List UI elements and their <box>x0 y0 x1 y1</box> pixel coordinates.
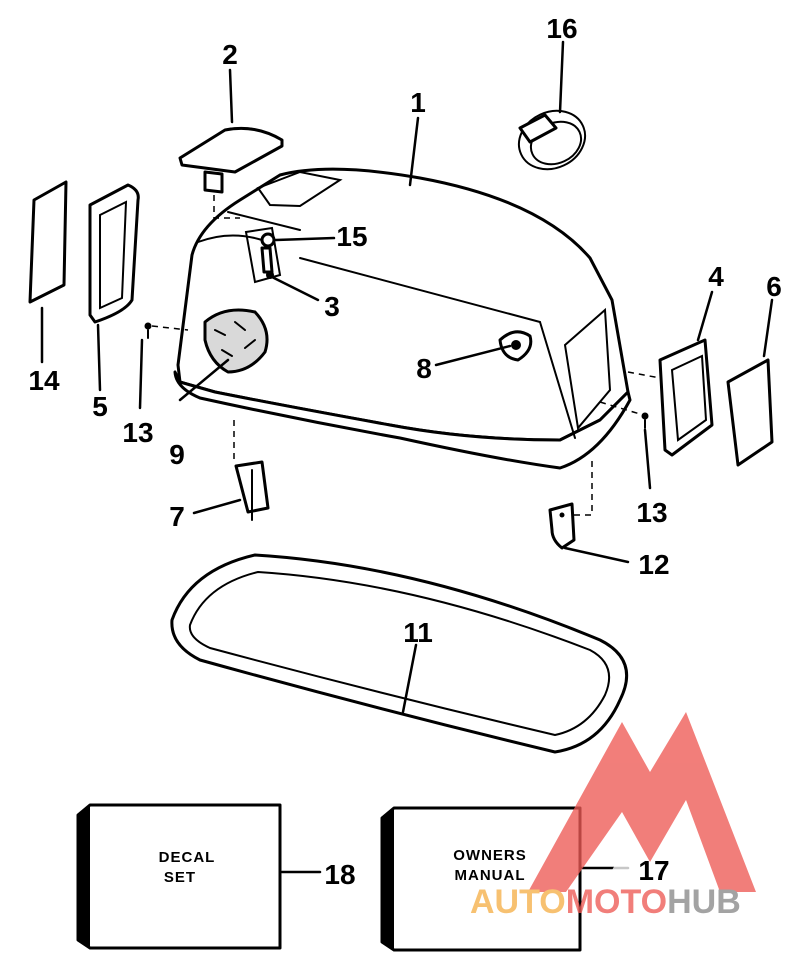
callout-16: 16 <box>546 13 577 44</box>
callout-18: 18 <box>324 859 355 890</box>
watermark-text: AUTOMOTOHUB <box>470 883 741 921</box>
callout-5: 5 <box>92 391 108 422</box>
callout-17: 17 <box>638 855 669 886</box>
leader-lines <box>40 40 774 874</box>
callout-15: 15 <box>336 221 367 252</box>
callout-14: 14 <box>28 365 60 396</box>
manual-label-line2: MANUAL <box>455 867 526 884</box>
right-window-frame <box>658 338 714 457</box>
screw-left <box>144 322 152 339</box>
callout-4: 4 <box>708 261 724 292</box>
watermark-auto: AUTO <box>470 883 566 921</box>
right-window-glass <box>726 358 774 467</box>
callout-9: 9 <box>169 439 185 470</box>
callout-1: 1 <box>410 87 426 118</box>
watermark-hub: HUB <box>667 883 741 921</box>
watermark-triangle-icon <box>528 712 756 892</box>
lower-seal <box>170 553 629 754</box>
callout-7: 7 <box>169 501 185 532</box>
decal-label-line2: SET <box>164 869 196 886</box>
callout-13-right: 13 <box>636 497 667 528</box>
sound-insulation <box>203 308 269 374</box>
callout-13-left: 13 <box>122 417 153 448</box>
right-bracket <box>548 502 576 550</box>
callout-11: 11 <box>403 617 433 648</box>
callout-3: 3 <box>324 291 340 322</box>
callout-2: 2 <box>222 39 238 70</box>
grommet <box>498 330 533 362</box>
latch-cover <box>178 126 284 194</box>
screw-right <box>641 412 649 429</box>
watermark-moto: MOTO <box>566 883 667 921</box>
left-window-glass <box>28 180 68 304</box>
callout-8: 8 <box>416 353 432 384</box>
left-window-frame <box>88 183 140 324</box>
engine-cover <box>173 167 632 470</box>
left-bracket <box>234 460 270 521</box>
manual-label-line1: OWNERS <box>453 847 527 864</box>
watermark-logo: AUTOMOTOHUB <box>470 712 756 921</box>
decal-set-box: DECAL SET <box>76 803 282 950</box>
callout-numbers: 1 2 3 4 5 6 7 8 9 11 12 13 13 14 15 16 1… <box>28 13 781 890</box>
latch-bolt <box>260 232 276 279</box>
cable-assembly <box>517 109 587 171</box>
callout-12: 12 <box>638 549 669 580</box>
owners-manual-box: OWNERS MANUAL <box>380 806 582 952</box>
decal-label-line1: DECAL <box>159 849 216 866</box>
callout-6: 6 <box>766 271 782 302</box>
